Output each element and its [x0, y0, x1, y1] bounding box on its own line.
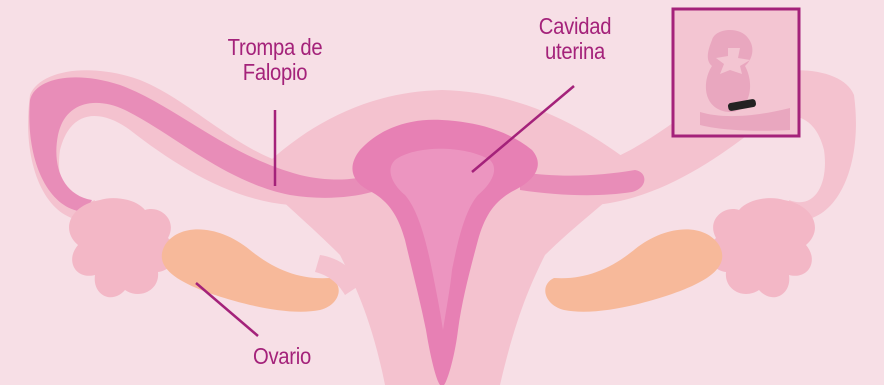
fallopian-tube-label: Trompa de Falopio	[205, 35, 346, 85]
cavity-label-line2: uterina	[522, 39, 628, 64]
cavity-label-line1: Cavidad	[522, 14, 628, 39]
ovary-label: Ovario	[238, 344, 326, 369]
tubal-ligation-inset-icon	[673, 9, 799, 136]
fallopian-label-line2: Falopio	[205, 60, 346, 85]
ovary-label-text: Ovario	[238, 344, 326, 369]
uterine-cavity-label: Cavidad uterina	[522, 14, 628, 64]
fallopian-label-line1: Trompa de	[205, 35, 346, 60]
